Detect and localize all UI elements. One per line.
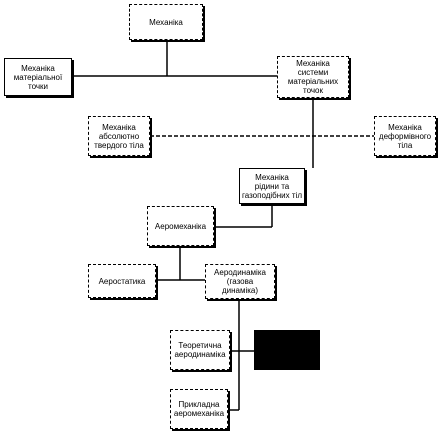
node-fluid-gas: Механіка рідини та газоподібних тіл: [239, 168, 305, 204]
node-theoretical-aerodynamics-label: Теоретична аеродинаміка: [174, 341, 226, 359]
node-applied-aeromechanics: Прикладна аеромеханіка: [170, 389, 228, 429]
node-fluid-gas-label: Механіка рідини та газоподібних тіл: [242, 172, 302, 200]
node-point-system-label: Механіка системи матеріальних точок: [287, 59, 339, 95]
node-aerostatics-label: Аеростатика: [98, 276, 146, 286]
node-material-point: Механіка матеріальної точки: [4, 58, 72, 96]
node-aerodynamics-label: Аеродинаміка (газова динаміка): [214, 268, 266, 295]
node-deformable-body-label: Механіка деформівного тіла: [378, 122, 432, 150]
node-rigid-body-label: Механіка абсолютно твердого тіла: [94, 122, 144, 150]
node-theoretical-aerodynamics: Теоретична аеродинаміка: [170, 330, 230, 370]
node-aeromechanics-label: Аеромеханіка: [154, 221, 207, 231]
node-mechanics-label: Механіка: [149, 17, 183, 27]
node-point-system: Механіка системи матеріальних точок: [277, 56, 349, 98]
node-mechanics: Механіка: [129, 4, 203, 40]
node-dark-block: [254, 330, 320, 370]
node-aeromechanics: Аеромеханіка: [147, 206, 214, 246]
node-material-point-label: Механіка матеріальної точки: [13, 63, 63, 91]
node-aerodynamics: Аеродинаміка (газова динаміка): [205, 264, 275, 299]
node-applied-aeromechanics-label: Прикладна аеромеханіка: [173, 400, 225, 418]
node-rigid-body: Механіка абсолютно твердого тіла: [88, 116, 150, 156]
node-deformable-body: Механіка деформівного тіла: [374, 116, 436, 156]
node-aerostatics: Аеростатика: [88, 264, 156, 298]
